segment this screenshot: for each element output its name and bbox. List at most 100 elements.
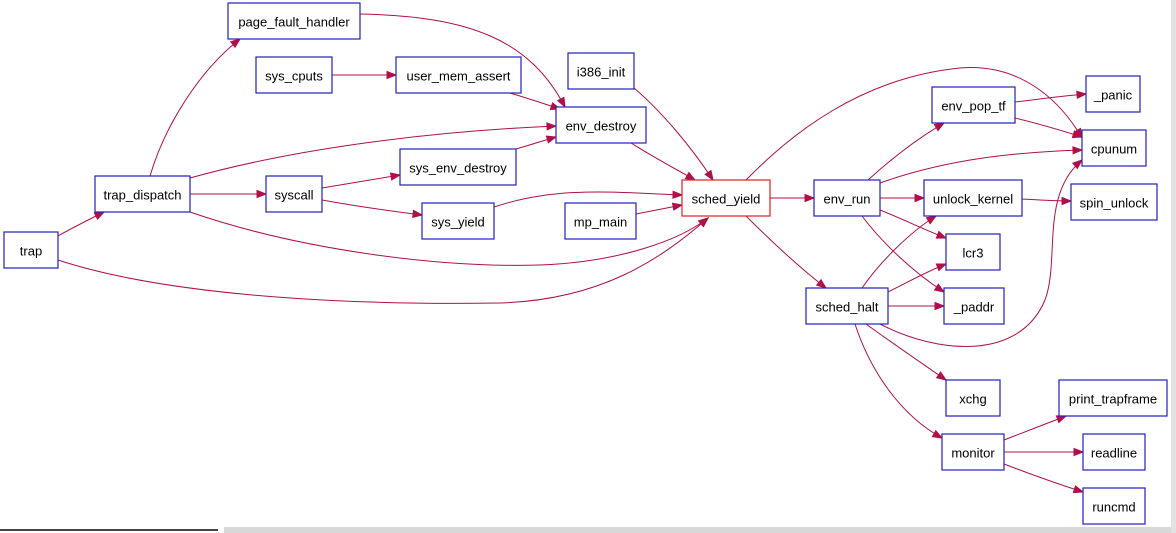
node-env-destroy[interactable]: env_destroy: [555, 106, 647, 144]
node-env-pop-tf[interactable]: env_pop_tf: [931, 86, 1016, 124]
arrowhead: [684, 171, 697, 181]
edge-env_run-to-env_pop_tf: [867, 122, 946, 181]
arrowhead: [389, 172, 402, 181]
edge-line: [854, 323, 943, 439]
node-box[interactable]: [945, 233, 1001, 271]
edge-env_destroy-to-sched_yield: [630, 142, 697, 181]
node-unlock-kernel[interactable]: unlock_kernel: [923, 179, 1023, 217]
node-monitor[interactable]: monitor: [941, 433, 1005, 471]
arrowhead: [546, 122, 558, 131]
node-xchg[interactable]: xchg: [945, 379, 1001, 417]
arrowhead: [914, 193, 926, 203]
node-label: page_fault_handler: [238, 15, 350, 30]
node-trap[interactable]: trap: [3, 231, 59, 269]
node-box[interactable]: [265, 175, 323, 213]
arrowhead: [386, 70, 398, 80]
node-sys-yield[interactable]: sys_yield: [421, 202, 495, 240]
node-box[interactable]: [805, 287, 889, 325]
node-runcmd[interactable]: runcmd: [1082, 487, 1146, 525]
node-label: readline: [1091, 446, 1137, 461]
edge-env_pop_tf-to-cpunum: [1014, 117, 1084, 139]
node-box[interactable]: [1082, 487, 1146, 525]
edge-line: [745, 215, 827, 289]
node-trap-dispatch[interactable]: trap_dispatch: [94, 175, 191, 213]
edge-sched_halt-to-_paddr: [888, 301, 946, 311]
node-print-trapframe[interactable]: print_trapframe: [1058, 379, 1168, 417]
edge-sys_cputs-to-user_mem_assert: [332, 70, 398, 80]
node-spin-unlock[interactable]: spin_unlock: [1070, 183, 1158, 221]
window-bottom-edge: [0, 529, 218, 531]
edge-line: [879, 149, 1083, 184]
node-box[interactable]: [1070, 183, 1158, 221]
node-box[interactable]: [943, 287, 1005, 325]
arrowhead: [1055, 415, 1068, 424]
node-sched-halt[interactable]: sched_halt: [805, 287, 889, 325]
node-box[interactable]: [1082, 433, 1146, 471]
arrowhead: [697, 217, 710, 228]
node-label: mp_main: [574, 215, 627, 230]
arrowhead: [925, 215, 938, 225]
node-box[interactable]: [399, 148, 517, 186]
vertical-scrollbar[interactable]: [1171, 0, 1176, 533]
node-box[interactable]: [1085, 75, 1141, 113]
arrowhead: [672, 190, 684, 199]
arrowhead: [545, 135, 558, 144]
node-i386-init[interactable]: i386_init: [567, 52, 635, 90]
node-box[interactable]: [3, 231, 59, 269]
arrowhead: [1072, 485, 1085, 494]
edge-line: [867, 122, 945, 181]
edge-monitor-to-print_trapframe: [1003, 415, 1068, 441]
node-box[interactable]: [923, 179, 1023, 217]
node-syscall[interactable]: syscall: [265, 175, 323, 213]
node-box[interactable]: [564, 202, 637, 240]
node-box[interactable]: [941, 433, 1005, 471]
node-sys-env-destroy[interactable]: sys_env_destroy: [399, 148, 517, 186]
node-box[interactable]: [1058, 379, 1168, 417]
node-box[interactable]: [813, 179, 881, 217]
edge-line: [630, 142, 696, 181]
node-box[interactable]: [555, 106, 647, 144]
node-user-mem-assert[interactable]: user_mem_assert: [395, 56, 522, 94]
arrowhead: [671, 202, 684, 211]
node-box[interactable]: [681, 179, 771, 217]
node--panic[interactable]: _panic: [1085, 75, 1141, 113]
node-label: sys_cputs: [265, 69, 323, 84]
node-box[interactable]: [94, 175, 191, 213]
node-box[interactable]: [421, 202, 495, 240]
arrowhead: [1073, 447, 1085, 457]
node--paddr[interactable]: _paddr: [943, 287, 1005, 325]
arrowhead: [704, 169, 714, 182]
node-readline[interactable]: readline: [1082, 433, 1146, 471]
edge-line: [1014, 93, 1087, 103]
node-sys-cputs[interactable]: sys_cputs: [255, 56, 333, 94]
edge-sched_halt-to-lcr3: [887, 263, 948, 293]
edge-sched_halt-to-unlock_kernel: [861, 215, 938, 289]
arrowhead: [1076, 90, 1088, 100]
node-box[interactable]: [255, 56, 333, 94]
node-label: trap: [20, 244, 42, 259]
node-cpunum[interactable]: cpunum: [1081, 129, 1147, 167]
node-box[interactable]: [567, 52, 635, 90]
node-box[interactable]: [945, 379, 1001, 417]
node-label: sys_env_destroy: [409, 161, 507, 176]
edge-env_pop_tf-to-_panic: [1014, 90, 1088, 103]
arrowhead: [804, 193, 816, 203]
node-label: sched_yield: [692, 192, 761, 207]
edge-line: [321, 174, 401, 189]
node-box[interactable]: [1081, 129, 1147, 167]
arrowhead: [933, 283, 946, 293]
node-sched-yield[interactable]: sched_yield: [681, 179, 771, 217]
node-page-fault-handler[interactable]: page_fault_handler: [227, 2, 361, 40]
node-mp-main[interactable]: mp_main: [564, 202, 637, 240]
edge-sys_env_destroy-to-env_destroy: [515, 135, 558, 150]
node-lcr3[interactable]: lcr3: [945, 233, 1001, 271]
edge-env_run-to-unlock_kernel: [880, 193, 926, 203]
arrowhead: [556, 96, 566, 109]
node-box[interactable]: [395, 56, 522, 94]
node-env-run[interactable]: env_run: [813, 179, 881, 217]
node-box[interactable]: [227, 2, 361, 40]
edge-sched_yield-to-sched_halt: [745, 215, 828, 289]
node-box[interactable]: [931, 86, 1016, 124]
horizontal-scrollbar[interactable]: [224, 527, 1176, 533]
